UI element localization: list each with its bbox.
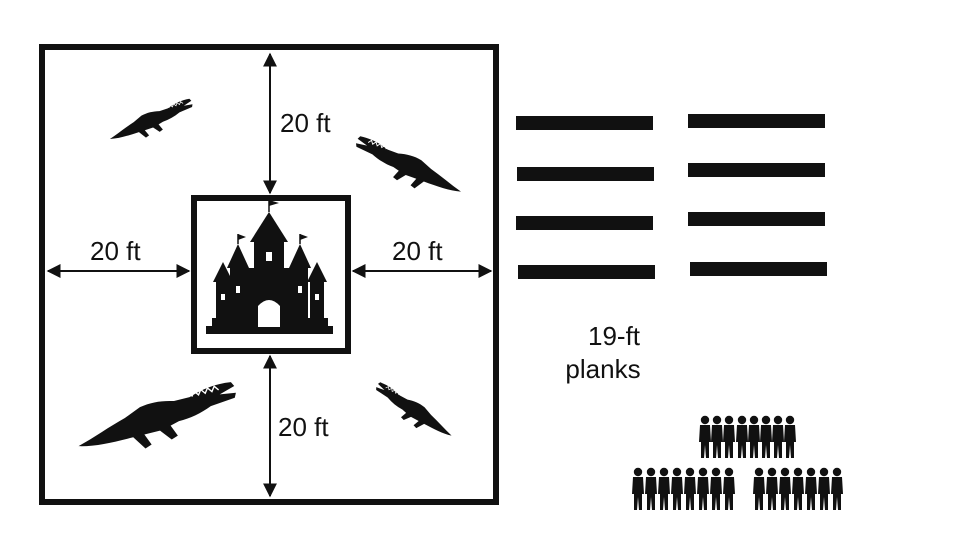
moat-outer-border (39, 44, 499, 505)
plank (688, 212, 825, 226)
crocodile-icon (347, 134, 468, 205)
crocodile-icon (71, 379, 245, 465)
plank (517, 167, 654, 181)
planks-label-line2: planks (565, 353, 641, 384)
top-distance-label: 20 ft (278, 108, 333, 138)
plank (518, 265, 655, 279)
bottom-distance-label: 20 ft (276, 412, 331, 442)
planks-label-line1: 19-ft (587, 321, 641, 351)
castle-icon (206, 200, 333, 334)
crocodile-icon (367, 380, 459, 445)
left-distance-label: 20 ft (88, 236, 143, 266)
planks-group (516, 114, 827, 279)
plank (688, 163, 825, 177)
right-distance-label: 20 ft (390, 236, 445, 266)
crocodile-icon (105, 97, 199, 149)
plank (690, 262, 827, 276)
plank (688, 114, 825, 128)
plank (516, 116, 653, 130)
castle-square (191, 195, 351, 354)
people-silhouette-icon (632, 415, 843, 510)
plank (516, 216, 653, 230)
planks-label: 19-ft planks (538, 320, 668, 385)
